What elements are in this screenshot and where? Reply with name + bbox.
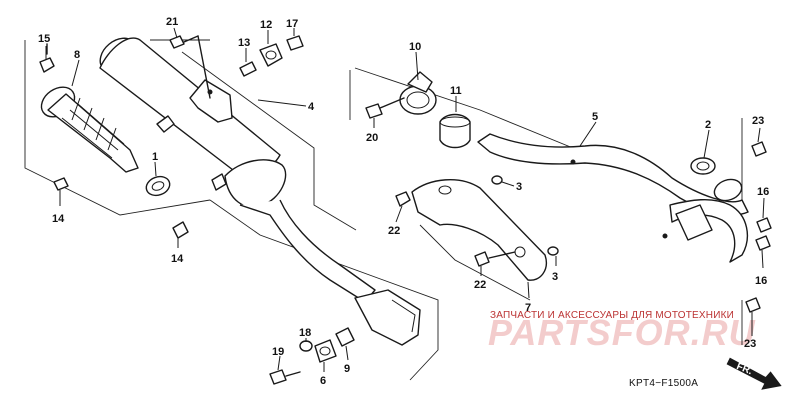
- heat-shield: [411, 179, 547, 281]
- callout-11: 11: [450, 85, 462, 97]
- collar-9: [335, 327, 355, 347]
- bolt-21: [169, 35, 211, 99]
- callout-1: 1: [152, 151, 158, 163]
- callouts: 21 12 17 13 15 8 4 1 14 14 10 11 20 5 2 …: [38, 16, 769, 387]
- bolt-20: [365, 97, 405, 119]
- bolt-19: [269, 369, 301, 385]
- callout-23-upper: 23: [752, 115, 764, 127]
- washer-18: [299, 340, 313, 352]
- callout-6: 6: [320, 375, 326, 387]
- callout-5: 5: [592, 111, 598, 123]
- muffler-body: [99, 37, 421, 346]
- callout-22-lower: 22: [474, 279, 486, 291]
- callout-8: 8: [74, 49, 80, 61]
- callout-16-lower: 16: [755, 275, 767, 287]
- muffler-group-frame: [24, 39, 439, 381]
- bolt-15: [39, 43, 55, 73]
- watermark-caption: ЗАПЧАСТИ И АКСЕССУАРЫ ДЛЯ МОТОТЕХНИКИ: [490, 310, 734, 321]
- callout-12: 12: [260, 19, 272, 31]
- nut-3-upper: [491, 175, 503, 185]
- callout-21: 21: [166, 16, 178, 28]
- callout-15: 15: [38, 33, 50, 45]
- callout-4: 4: [308, 101, 315, 113]
- gasket-11: [439, 113, 471, 149]
- watermark-logo: PARTSFOR.RU: [488, 312, 756, 353]
- callout-3-upper: 3: [516, 181, 522, 193]
- diagram-code: KPT4−F1500A: [629, 378, 698, 389]
- bolt-22-upper: [395, 191, 411, 207]
- callout-16-upper: 16: [757, 186, 769, 198]
- collar-13: [239, 61, 257, 77]
- nut-16-upper: [756, 217, 772, 233]
- bolt-14-bottom: [172, 221, 189, 239]
- callout-14-left: 14: [52, 213, 65, 225]
- callout-14-bottom: 14: [171, 253, 184, 265]
- callout-22-upper: 22: [388, 225, 400, 237]
- nut-23-lower: [745, 297, 761, 313]
- bolt-22-lower: [474, 251, 516, 267]
- bolt-14-left: [53, 177, 69, 191]
- callout-20: 20: [366, 132, 378, 144]
- callout-10: 10: [409, 41, 421, 53]
- callout-9: 9: [344, 363, 350, 375]
- nut-23-upper: [751, 141, 767, 157]
- gasket-part-2: [690, 157, 716, 175]
- grommet-6: [314, 339, 337, 363]
- callout-2: 2: [705, 119, 711, 131]
- nut-17: [286, 35, 304, 51]
- callout-13: 13: [238, 37, 250, 49]
- callout-17: 17: [286, 18, 298, 30]
- grommet-12: [259, 43, 283, 67]
- callout-3-lower: 3: [552, 271, 558, 283]
- nut-3-lower: [547, 246, 559, 256]
- callout-7: 7: [525, 302, 531, 314]
- callout-23-lower: 23: [744, 338, 756, 350]
- clamp-10: [399, 71, 437, 115]
- gasket-part-1: [145, 175, 171, 197]
- front-direction-arrow-icon: FR.: [726, 357, 782, 390]
- spark-arrester: [40, 86, 139, 173]
- nut-16-lower: [755, 235, 771, 251]
- leader-lines: [45, 27, 765, 372]
- callout-18: 18: [299, 327, 311, 339]
- exhaust-pipe: [477, 133, 749, 263]
- callout-19: 19: [272, 346, 284, 358]
